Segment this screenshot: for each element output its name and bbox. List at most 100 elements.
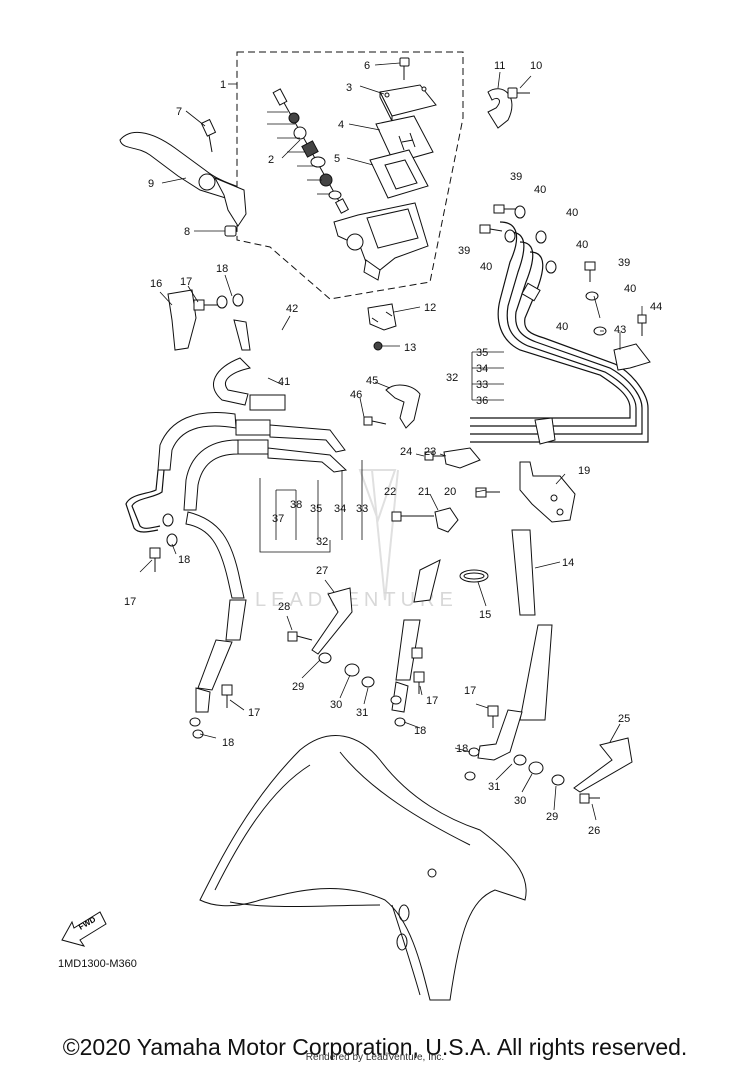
callout-32-top[interactable]: 32: [446, 372, 458, 384]
callout-18-left[interactable]: 18: [178, 554, 190, 566]
diaphragm[interactable]: [369, 149, 429, 199]
callout-16[interactable]: 16: [150, 278, 162, 290]
callout-40-f[interactable]: 40: [556, 321, 568, 333]
callout-2[interactable]: 2: [268, 154, 274, 166]
callout-21[interactable]: 21: [418, 486, 430, 498]
callout-18-caliper-left[interactable]: 18: [222, 737, 234, 749]
copper-washer-set[interactable]: [504, 205, 607, 336]
union-bolt-left-caliper[interactable]: [221, 684, 233, 708]
washers-top[interactable]: [216, 293, 244, 309]
callout-3[interactable]: 3: [346, 82, 352, 94]
callout-9[interactable]: 9: [148, 178, 154, 190]
union-bolt-left[interactable]: [149, 547, 161, 572]
callout-40-e[interactable]: 40: [624, 283, 636, 295]
callout-40-d[interactable]: 40: [480, 261, 492, 273]
hose-clamp[interactable]: [434, 507, 459, 533]
callout-4[interactable]: 4: [338, 119, 344, 131]
callout-8[interactable]: 8: [184, 226, 190, 238]
fitting-bolt-center[interactable]: [411, 647, 423, 659]
callout-7[interactable]: 7: [176, 106, 182, 118]
brake-hose-joint[interactable]: [519, 461, 576, 523]
reservoir-cap[interactable]: [379, 84, 437, 122]
callout-39-right[interactable]: 39: [618, 257, 630, 269]
callout-35-bottom[interactable]: 35: [310, 503, 322, 515]
piston-kit[interactable]: [267, 88, 350, 214]
callout-17-center[interactable]: 17: [426, 695, 438, 707]
collar-right[interactable]: [551, 774, 565, 786]
callout-32-bottom[interactable]: 32: [316, 536, 328, 548]
callout-28[interactable]: 28: [278, 601, 290, 613]
callout-30-left[interactable]: 30: [330, 699, 342, 711]
hose-right-lower-fitting[interactable]: [477, 709, 523, 761]
clamp-bolt[interactable]: [507, 87, 530, 99]
grommet-left[interactable]: [344, 663, 375, 688]
callout-23[interactable]: 23: [424, 446, 436, 458]
callout-19[interactable]: 19: [578, 465, 590, 477]
hose-guide-bolt-left[interactable]: [287, 631, 313, 642]
brake-lever[interactable]: [119, 131, 247, 227]
brake-hose-upper-left[interactable]: [213, 319, 286, 411]
callout-11[interactable]: 11: [494, 60, 505, 72]
callout-38[interactable]: 38: [290, 499, 302, 511]
callout-41[interactable]: 41: [278, 376, 290, 388]
callout-40-b[interactable]: 40: [566, 207, 578, 219]
callout-40-a[interactable]: 40: [534, 184, 546, 196]
pipe-clamp-bolt[interactable]: [637, 314, 647, 336]
hose-guide-right[interactable]: [573, 737, 633, 793]
callout-34-bottom[interactable]: 34: [334, 503, 346, 515]
lever-nut[interactable]: [224, 225, 237, 237]
callout-31-right[interactable]: 31: [488, 781, 500, 793]
callout-46[interactable]: 46: [350, 389, 362, 401]
callout-12[interactable]: 12: [424, 302, 436, 314]
collar-left[interactable]: [318, 652, 332, 664]
callout-35-top[interactable]: 35: [476, 347, 488, 359]
hose-holder-bolt[interactable]: [424, 451, 444, 461]
washers-center[interactable]: [390, 695, 406, 727]
hose-bracket[interactable]: [385, 384, 421, 429]
callout-45[interactable]: 45: [366, 375, 378, 387]
cap-screw[interactable]: [399, 57, 410, 80]
callout-36[interactable]: 36: [476, 395, 488, 407]
callout-17-top[interactable]: 17: [180, 276, 192, 288]
callout-31-left[interactable]: 31: [356, 707, 368, 719]
switch-screw[interactable]: [373, 341, 383, 351]
brake-pipe-bundle[interactable]: [470, 221, 649, 445]
brake-light-switch[interactable]: [367, 303, 397, 331]
brake-hose[interactable]: [511, 529, 553, 721]
callout-34-top[interactable]: 34: [476, 363, 488, 375]
callout-5[interactable]: 5: [334, 153, 340, 165]
washers-left[interactable]: [162, 513, 178, 547]
callout-15[interactable]: 15: [479, 609, 491, 621]
union-bolt-upper-1[interactable]: [493, 204, 516, 214]
callout-18-right[interactable]: 18: [456, 743, 468, 755]
union-bolt-center[interactable]: [413, 671, 425, 694]
callout-1[interactable]: 1: [220, 79, 226, 91]
callout-22[interactable]: 22: [384, 486, 396, 498]
washers-left-caliper[interactable]: [189, 717, 204, 739]
callout-44[interactable]: 44: [650, 301, 662, 313]
hose-guide-bolt-right[interactable]: [579, 793, 600, 804]
callout-17-right[interactable]: 17: [464, 685, 476, 697]
callout-26[interactable]: 26: [588, 825, 600, 837]
callout-24[interactable]: 24: [400, 446, 412, 458]
pipe-clamp[interactable]: [613, 343, 651, 371]
brake-pipe-left-loop[interactable]: [125, 469, 165, 533]
diaphragm-plate[interactable]: [375, 115, 434, 164]
callout-37[interactable]: 37: [272, 513, 284, 525]
callout-13[interactable]: 13: [404, 342, 416, 354]
callout-39-top[interactable]: 39: [510, 171, 522, 183]
hose-band[interactable]: [459, 569, 489, 583]
callout-30-right[interactable]: 30: [514, 795, 526, 807]
brake-hose-lower-left[interactable]: [183, 439, 348, 511]
callout-42[interactable]: 42: [286, 303, 298, 315]
brake-hose-left-long[interactable]: [185, 511, 247, 713]
callout-33-bottom[interactable]: 33: [356, 503, 368, 515]
callout-17-left[interactable]: 17: [124, 596, 136, 608]
master-cylinder-clamp[interactable]: [487, 88, 513, 129]
union-bolt-upper-3[interactable]: [584, 261, 596, 282]
lever-pivot-bolt[interactable]: [200, 118, 217, 153]
callout-14[interactable]: 14: [562, 557, 574, 569]
callout-17-caliper-left[interactable]: 17: [248, 707, 260, 719]
callout-27[interactable]: 27: [316, 565, 328, 577]
callout-29-left[interactable]: 29: [292, 681, 304, 693]
